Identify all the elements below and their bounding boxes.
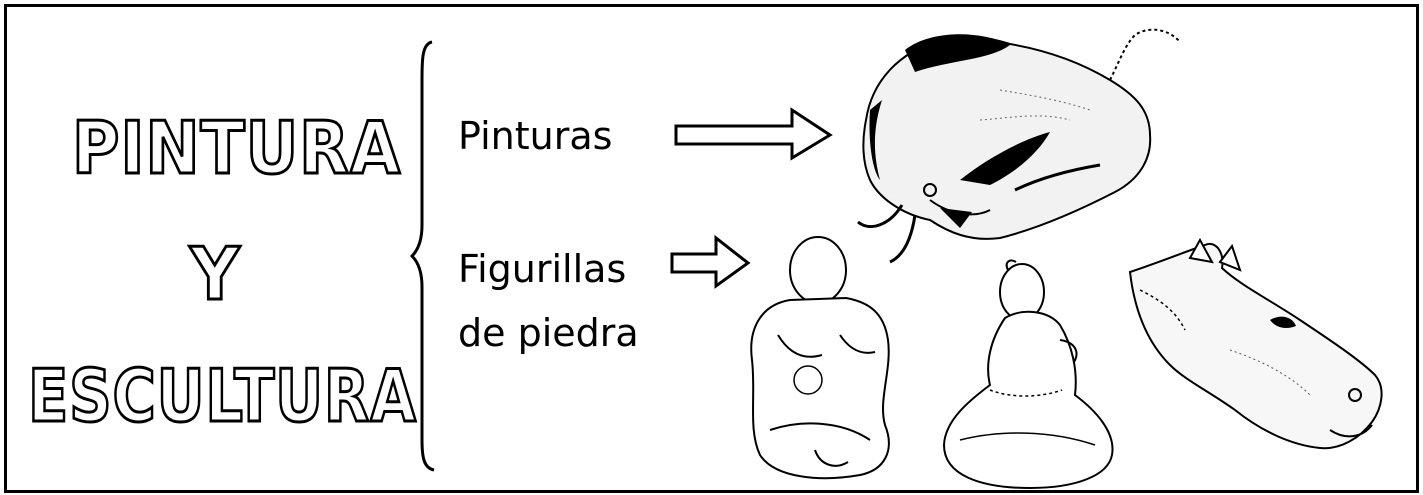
bison-cave-painting-icon xyxy=(857,28,1181,264)
arrow-right-icon-1 xyxy=(674,107,833,161)
title-line-escultura: ESCULTURA xyxy=(27,354,417,438)
seated-venus-figurine-icon xyxy=(750,236,890,480)
title-line-pintura: PINTURA xyxy=(71,106,402,190)
label-de-piedra: de piedra xyxy=(458,311,639,355)
label-figurillas: Figurillas xyxy=(458,247,627,291)
curly-brace xyxy=(409,40,435,472)
horse-head-sculpture-icon xyxy=(1128,237,1383,450)
label-pinturas: Pinturas xyxy=(458,114,613,158)
title-line-y: Y xyxy=(189,232,241,316)
diagram-frame xyxy=(4,4,1419,493)
arrow-right-icon-2 xyxy=(670,234,751,289)
kneeling-figurine-icon xyxy=(942,259,1114,490)
